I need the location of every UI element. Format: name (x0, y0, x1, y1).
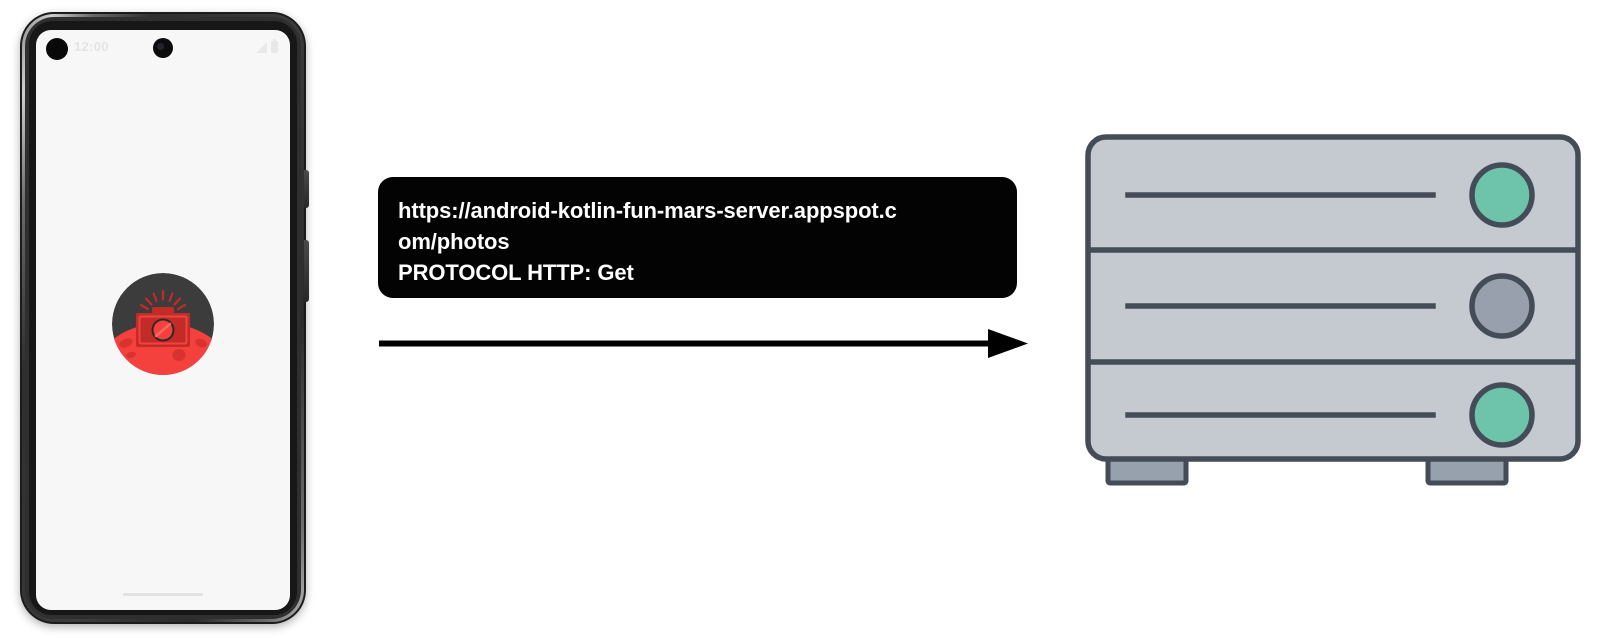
status-bar-right-icons (256, 39, 278, 53)
gesture-navigation-bar[interactable] (123, 593, 203, 596)
web-server (1060, 125, 1590, 500)
android-phone: 12:00 (20, 12, 309, 624)
mars-photos-app-icon-svg (112, 273, 214, 375)
notification-dot-icon (46, 38, 68, 60)
status-bar-clock: 12:00 (74, 39, 109, 54)
phone-screen[interactable]: 12:00 (36, 30, 290, 610)
request-arrow (378, 325, 1028, 363)
request-arrow-icon (379, 329, 1028, 358)
web-server-illustration (1085, 134, 1581, 486)
mars-photos-app-icon[interactable] (112, 273, 214, 375)
volume-rocker[interactable] (304, 240, 309, 302)
power-button[interactable] (304, 170, 309, 208)
battery-icon (271, 39, 278, 53)
signal-icon (256, 41, 267, 53)
front-camera-punch-hole-icon (153, 38, 173, 58)
request-url-line-1: https://android-kotlin-fun-mars-server.a… (398, 198, 897, 223)
request-protocol-line: PROTOCOL HTTP: Get (398, 260, 634, 285)
status-bar: 12:00 (36, 30, 290, 64)
http-request-tooltip: https://android-kotlin-fun-mars-server.a… (378, 177, 1017, 298)
request-url-line-2: om/photos (398, 229, 510, 254)
